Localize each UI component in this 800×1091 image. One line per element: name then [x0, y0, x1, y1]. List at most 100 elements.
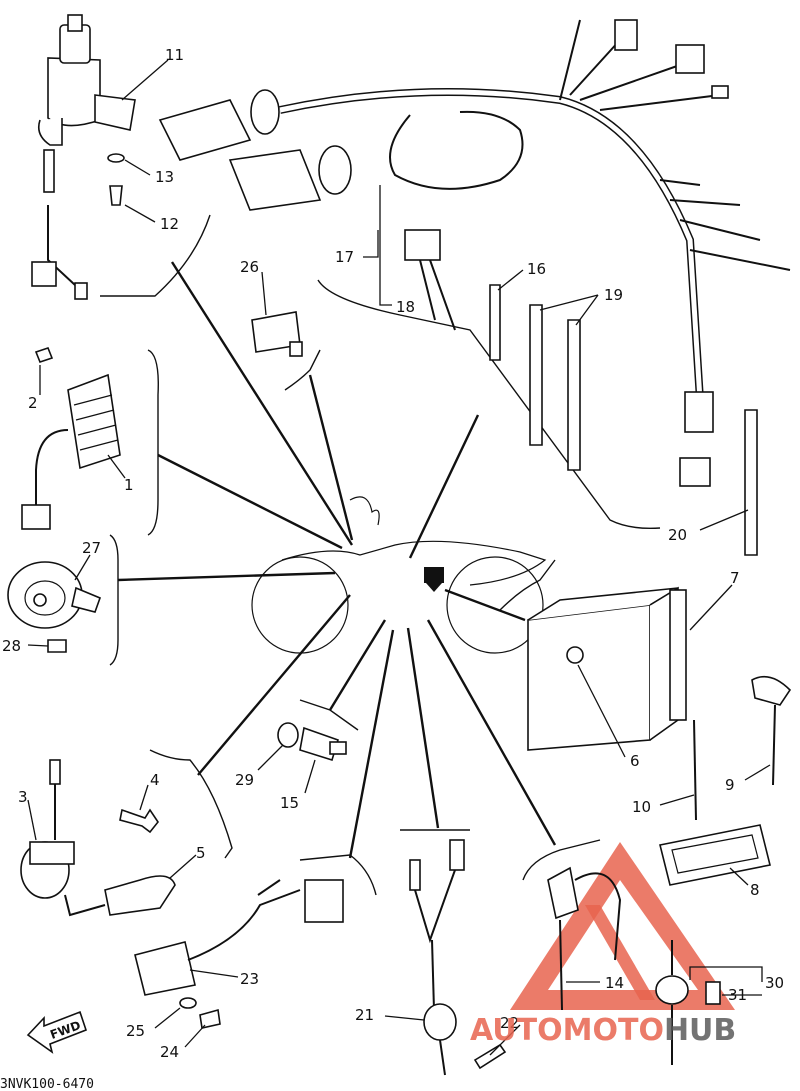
callout-30: 30: [765, 974, 784, 992]
relay-terminal: [289, 341, 303, 357]
rectifier-coupler: [21, 504, 51, 530]
callout-8: 8: [750, 881, 760, 899]
brake-switch-terminal-a: [449, 839, 465, 871]
cdi-washer: [179, 997, 197, 1009]
rectifier-fins: [73, 394, 119, 451]
leader-20: [699, 509, 749, 531]
bracket-relay: [284, 349, 321, 391]
ray-relay: [308, 374, 354, 541]
callout-20: 20: [668, 526, 687, 544]
callout-1: 1: [124, 476, 134, 494]
main-switch-bracket: [94, 94, 136, 131]
leader-19: [539, 294, 599, 326]
leader-3: [27, 799, 37, 841]
harness-mid-plugs: [228, 149, 322, 211]
rectifier-body: [67, 373, 121, 470]
leader-12: [124, 204, 156, 223]
cdi-unit-icon: [134, 879, 344, 1029]
ray-rectifier: [157, 453, 343, 550]
cable-tie-19b: [567, 319, 581, 471]
ray-main-switch: [170, 261, 354, 546]
horn-bracket: [71, 586, 102, 613]
main-switch-key: [67, 14, 83, 32]
front-wheel: [251, 556, 349, 654]
battery-vent-hose: [669, 589, 687, 721]
cable-tie-16: [489, 284, 501, 361]
fuse-holder-lead: [559, 919, 563, 1011]
main-switch-wire: [47, 205, 76, 286]
harness-grommet-a: [250, 89, 280, 135]
main-switch-terminal: [74, 282, 88, 300]
harness-connector-a: [614, 19, 638, 51]
fuse-cover: [659, 824, 771, 886]
bracket-battery: [499, 559, 556, 611]
callout-19: 19: [604, 286, 623, 304]
leader-17: [363, 230, 379, 258]
callout-11: 11: [165, 46, 184, 64]
handlebar-outline: [349, 496, 380, 526]
fuse-30: [655, 975, 689, 1005]
cdi-coupler: [304, 879, 344, 923]
brake-switch-spring: [439, 1039, 446, 1076]
leader-27: [74, 554, 91, 581]
battery-body: [527, 604, 651, 751]
brake-switch-screw: [473, 1043, 507, 1070]
ray-fuse: [426, 619, 557, 846]
ray-coil: [197, 594, 351, 776]
rectifier-regulator-icon: [21, 347, 121, 530]
bracket-harness: [317, 279, 661, 530]
callout-16: 16: [527, 260, 546, 278]
leader-9: [744, 764, 771, 781]
brake-switch-wires: [414, 869, 456, 944]
battery-terminal: [566, 646, 584, 664]
horn-diaphragm: [24, 580, 66, 616]
ray-harness: [408, 414, 480, 559]
harness-coil-loop: [389, 110, 524, 190]
callout-labels: 11 13 12 26 17 18 16 19 20 2 1 27 28 7 6…: [2, 46, 784, 1061]
leader-24: [184, 1024, 206, 1048]
neutral-switch-body: [299, 726, 339, 762]
leader-23: [189, 969, 239, 978]
harness-flasher-wires: [419, 259, 456, 331]
callout-24: 24: [160, 1043, 179, 1061]
neutral-switch-tip: [329, 741, 347, 755]
leader-21: [384, 1015, 425, 1021]
cdi-harness: [187, 889, 301, 961]
brake-switch-terminal-b: [409, 859, 421, 891]
leader-7: [689, 584, 733, 631]
watermark-text: AUTOMOTOHUB: [470, 1013, 736, 1048]
fuse-holder-icon: [547, 824, 771, 1065]
brake-switch-body: [423, 1003, 457, 1041]
leader-29: [257, 744, 284, 771]
fuse-holder-wire: [574, 872, 622, 961]
part-code: 3NVK100-6470: [0, 1077, 94, 1091]
callout-10: 10: [632, 798, 651, 816]
watermark-stripe-icon: [585, 905, 655, 1000]
bracket-horn: [109, 534, 119, 666]
battery-lead-9: [772, 704, 776, 786]
relay-icon: [251, 311, 303, 357]
leader-8: [729, 867, 749, 886]
coil-bolt: [119, 808, 159, 834]
callout-29: 29: [235, 771, 254, 789]
rectifier-wire: [35, 429, 69, 505]
harness-branches-top: [559, 19, 721, 111]
callout-13: 13: [155, 168, 174, 186]
bracket-rectifier: [147, 349, 159, 536]
ray-neutral: [328, 619, 387, 711]
cable-tie-20: [744, 409, 758, 556]
neutral-washer: [277, 722, 299, 748]
leader-10: [659, 794, 695, 806]
callout-4: 4: [150, 771, 160, 789]
leader-13: [124, 159, 151, 176]
leader-28: [27, 644, 49, 647]
horn-body: [7, 561, 83, 629]
harness-front-plugs: [158, 99, 252, 161]
leader-15: [304, 759, 316, 794]
battery-lead-10: [693, 719, 697, 821]
ray-brake-switch: [406, 627, 440, 829]
harness-grommet-b: [318, 145, 352, 195]
leader-18: [379, 185, 392, 306]
